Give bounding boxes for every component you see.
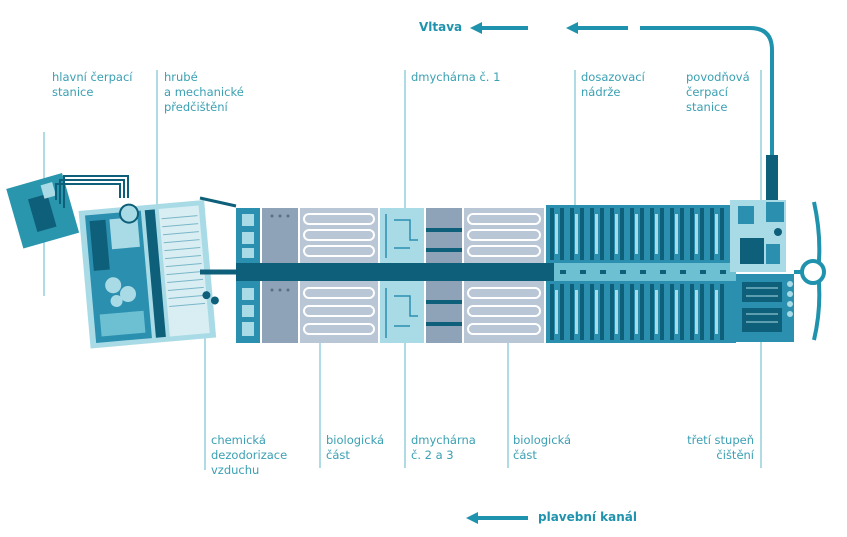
- vltava-pipe: [640, 26, 774, 218]
- bio-part-2-bottom-lanes: [464, 281, 544, 343]
- blower-house-pipes: [385, 214, 418, 338]
- blower-house-bottom: [380, 281, 424, 343]
- settling-channel-marks: [560, 270, 726, 274]
- outfall-valve: [794, 201, 826, 341]
- vltava-pipe-riser: [766, 155, 778, 200]
- flow-arrow-vltava-1: [470, 22, 528, 34]
- bio-part-2-bottom-tanks: [426, 281, 462, 343]
- connector-pipe-top: [199, 196, 237, 208]
- label-blower-house-1: dmychárna č. 1: [411, 70, 501, 84]
- inflow-pipes: [55, 175, 129, 208]
- label-settling-tanks: dosazovací nádrže: [581, 70, 645, 99]
- flow-arrow-vltava-2: [566, 22, 628, 34]
- label-biological-part-1: biologická část: [326, 433, 385, 462]
- bio-part-2-meanders: [467, 213, 541, 335]
- label-flood-pumping-station: povodňová čerpací stanice: [686, 70, 750, 114]
- bio-part-2-top-tanks: [426, 208, 462, 263]
- flow-arrow-plavebni: [466, 512, 528, 524]
- label-tertiary-treatment: třetí stupeň čištění: [687, 433, 754, 462]
- bio-part-1-bottom-lanes: [300, 281, 378, 343]
- bio-part-1-dots: [270, 214, 290, 292]
- label-biological-part-2: biologická část: [513, 433, 572, 462]
- label-pretreatment: hrubé a mechanické předčištění: [164, 70, 244, 114]
- flood-pumping-station: [730, 200, 786, 272]
- flow-label-plavebni-kanal: plavební kanál: [538, 510, 638, 524]
- label-main-pumping-station: hlavní čerpací stanice: [52, 70, 133, 99]
- flow-label-vltava: Vltava: [419, 20, 463, 34]
- tertiary-treatment: [736, 274, 794, 342]
- label-blower-house-2-3: dmychárna č. 2 a 3: [411, 433, 476, 462]
- settling-tanks: [546, 205, 736, 343]
- bio-part-1-top-lanes: [300, 208, 378, 263]
- blower-house-top: [380, 208, 424, 263]
- central-channel: [236, 263, 554, 281]
- bio-part-2-top-lanes: [464, 208, 544, 263]
- bio-part-1-meanders: [303, 213, 375, 335]
- label-chemical-deodorization: chemická dezodorizace vzduchu: [211, 433, 288, 477]
- bio-part-2-bars: [426, 228, 462, 326]
- side-cell-windows: [242, 214, 254, 336]
- pretreatment-block: [78, 200, 219, 349]
